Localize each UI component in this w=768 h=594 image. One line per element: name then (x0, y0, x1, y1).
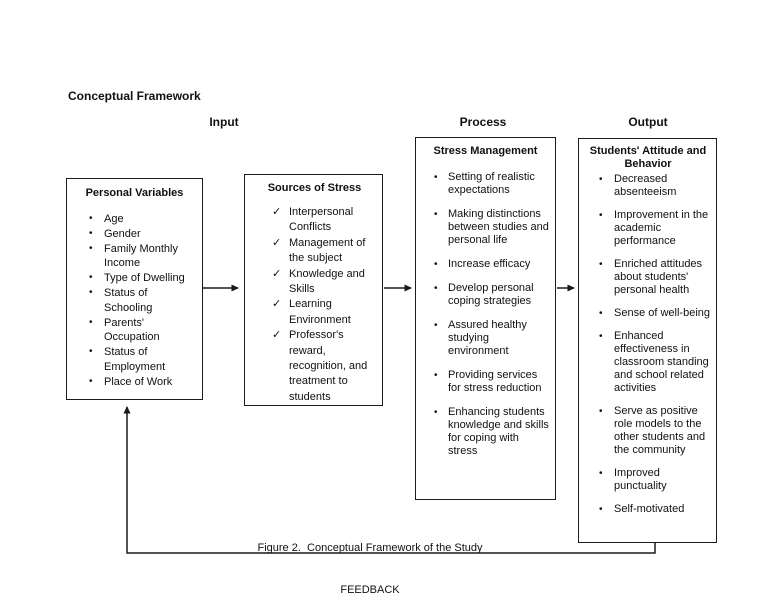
list-item: Status of Employment (89, 345, 196, 375)
list-item: Age (89, 212, 196, 227)
figure-caption: Figure 2. Conceptual Framework of the St… (180, 513, 560, 594)
box-stress-management: Stress Management Setting of realistic e… (415, 137, 556, 500)
list-item: Setting of realistic expectations (434, 171, 549, 197)
list-item: Develop personal coping strategies (434, 282, 549, 308)
list-item: Assured healthy studying environment (434, 319, 549, 358)
list-item: Sense of well-being (599, 307, 711, 320)
list-item: Enhanced effectiveness in classroom stan… (599, 330, 711, 395)
box-students-attitude: Students' Attitude and Behavior Decrease… (578, 138, 717, 543)
list-item: Place of Work (89, 375, 196, 390)
list-item: Enhancing students knowledge and skills … (434, 406, 549, 458)
list-item: Providing services for stress reduction (434, 369, 549, 395)
list-item: Self-motivated (599, 503, 711, 516)
list-item: Making distinctions between studies and … (434, 208, 549, 247)
column-header-process: Process (459, 115, 507, 129)
students-attitude-list: Decreased absenteeismImprovement in the … (585, 173, 711, 516)
list-item: Family Monthly Income (89, 242, 196, 272)
list-item: Improved punctuality (599, 467, 711, 493)
box-sources-of-stress-title: Sources of Stress (267, 182, 362, 194)
list-item: Management of the subject (272, 236, 378, 267)
list-item: Increase efficacy (434, 258, 549, 271)
column-header-input: Input (209, 115, 239, 129)
list-item: Type of Dwelling (89, 271, 196, 286)
box-personal-variables: Personal Variables AgeGenderFamily Month… (66, 178, 203, 400)
personal-variables-list: AgeGenderFamily Monthly IncomeType of Dw… (73, 212, 196, 390)
list-item: Learning Environment (272, 297, 378, 328)
list-item: Status of Schooling (89, 286, 196, 316)
figure-caption-feedback-label: FEEDBACK (340, 584, 400, 594)
page-title: Conceptual Framework (68, 89, 201, 103)
list-item: Improvement in the academic performance (599, 209, 711, 248)
list-item: Professor's reward, recognition, and tre… (272, 328, 378, 405)
sources-of-stress-list: Interpersonal ConflictsManagement of the… (251, 205, 378, 405)
box-students-attitude-title: Students' Attitude and Behavior (589, 145, 707, 170)
list-item: Interpersonal Conflicts (272, 205, 378, 236)
list-item: Serve as positive role models to the oth… (599, 405, 711, 457)
list-item: Decreased absenteeism (599, 173, 711, 199)
figure-caption-line1: Figure 2. Conceptual Framework of the St… (257, 542, 483, 554)
list-item: Knowledge and Skills (272, 267, 378, 298)
box-stress-management-title: Stress Management (433, 145, 538, 157)
column-header-output: Output (628, 115, 668, 129)
list-item: Gender (89, 227, 196, 242)
list-item: Enriched attitudes about students' perso… (599, 258, 711, 297)
box-personal-variables-title: Personal Variables (85, 187, 184, 199)
box-sources-of-stress: Sources of Stress Interpersonal Conflict… (244, 174, 383, 406)
stress-management-list: Setting of realistic expectationsMaking … (422, 171, 549, 458)
list-item: Parents' Occupation (89, 316, 196, 346)
